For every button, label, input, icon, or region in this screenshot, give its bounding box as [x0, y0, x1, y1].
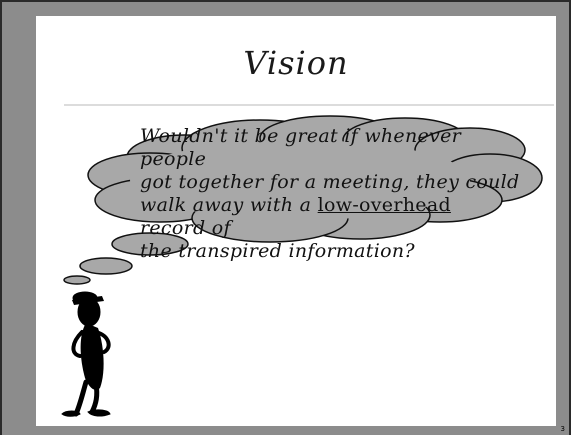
title-divider [64, 104, 554, 106]
thought-emphasis: low-overhead [317, 194, 451, 216]
thinking-person-icon [61, 291, 111, 417]
thought-line: walk away with a low-overhead record of [140, 194, 520, 240]
slide-title: Vision [243, 44, 349, 82]
thought-line: got together for a meeting, they could [140, 171, 520, 193]
thought-line-start: walk away with a [140, 194, 318, 216]
thought-cloud-icon [63, 115, 543, 285]
thought-line: Wouldn't it be great if whenever people [140, 125, 462, 170]
thought-line: the transpired information? [140, 240, 415, 262]
thought-cloud-text: Wouldn't it be great if whenever people … [140, 125, 520, 263]
thought-line-end: record of [140, 217, 231, 239]
page-number: 3 [560, 425, 565, 433]
